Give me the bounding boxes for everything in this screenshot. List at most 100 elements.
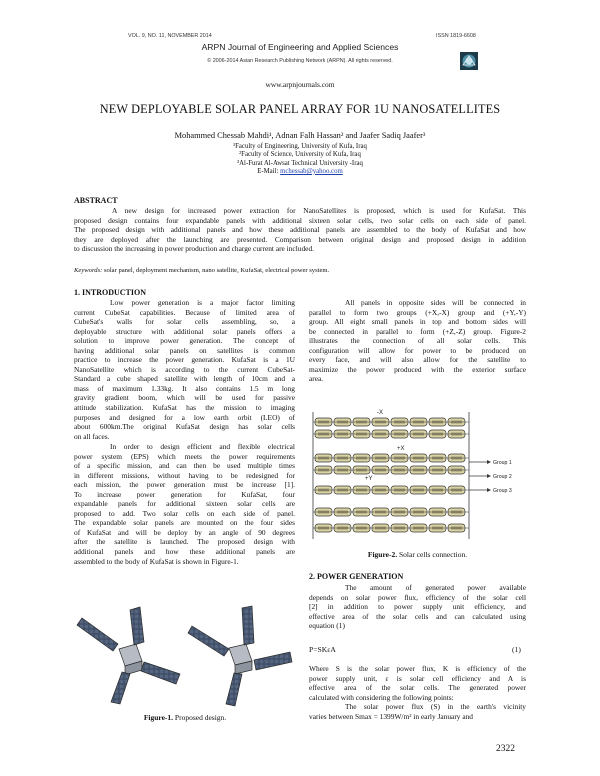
power-heading: 2. POWER GENERATION — [309, 572, 404, 581]
text-line: assembled to the body of KufaSat is show… — [74, 556, 239, 566]
text-line: Where S is the solar power flux, K is ef… — [309, 664, 526, 673]
intro-paragraph-2: In order to design efficient and flexibl… — [74, 442, 295, 566]
text-line: calculated with considering the followin… — [309, 692, 454, 702]
text-line: solution to improve power generation. Th… — [74, 336, 295, 346]
text-line: area. — [309, 374, 324, 384]
abstract-line: The proposed design with additional pane… — [74, 225, 526, 235]
keywords-label: Keywords: — [74, 267, 103, 274]
text-line: equation (1) — [309, 621, 345, 631]
figure-1-label: Figure-1. — [143, 713, 174, 722]
page-number: 2322 — [496, 744, 515, 754]
arpn-logo — [460, 52, 478, 70]
text-line: NanoSatellite which is according to the … — [74, 364, 295, 374]
journal-url[interactable]: www.arpnjournals.com — [265, 80, 335, 89]
text-line: after the satellite is launched. The pro… — [74, 537, 295, 547]
paper-title: NEW DEPLOYABLE SOLAR PANEL ARRAY FOR 1U … — [99, 102, 501, 116]
text-line: proposed to add. Two solar cells on each… — [74, 508, 295, 518]
text-line: mass of maximum 1.33kg. It also contains… — [74, 383, 295, 393]
text-line: In order to design efficient and flexibl… — [110, 442, 295, 451]
keywords: Keywords: solar panel, deployment mechan… — [74, 267, 329, 274]
affiliation-1: ¹Faculty of Engineering, University of K… — [233, 143, 367, 150]
figure-2-label: Figure-2. — [367, 550, 398, 559]
abstract-line: to discussion the increasing in power pr… — [74, 244, 314, 254]
label-minus-x: -X — [377, 410, 383, 416]
equation: P=SKεA — [309, 645, 336, 654]
figure-2-image: -X +X +Y Group 1 Group 2 Group 3 — [309, 404, 526, 544]
abstract-line: proposed design contains four expandable… — [74, 215, 526, 225]
text-line: of a specific mission, and can then be u… — [74, 461, 295, 471]
affiliations: ¹Faculty of Engineering, University of K… — [0, 143, 600, 176]
issn: ISSN 1819-6608 — [436, 33, 476, 39]
right-paragraph-2: The amount of generated power available … — [309, 583, 526, 631]
text-line: practice to increase the power generatio… — [74, 355, 295, 365]
text-line: having additional solar panels on satell… — [74, 345, 295, 355]
text-line: gravity gradient boom, which will be use… — [74, 393, 295, 403]
satellite-a — [76, 606, 181, 705]
abstract-heading: ABSTRACT — [74, 196, 118, 205]
text-line: each mission, the power generation must … — [74, 480, 295, 490]
figure-2-caption: Figure-2. Solar cells connection. — [309, 550, 526, 559]
text-line: on all faces. — [74, 431, 110, 441]
text-line: To increase power generation for KufaSat… — [74, 489, 295, 499]
affiliation-2: ²Faculty of Science, University of Kufa,… — [239, 151, 361, 159]
group-arrow — [487, 488, 491, 492]
equation-number: (1) — [512, 645, 521, 654]
text-line: parallel to form two groups (+X,-X) grou… — [309, 307, 526, 317]
copyright: © 2006-2014 Asian Research Publishing Ne… — [207, 58, 393, 64]
figure-1-text: Proposed design. — [173, 713, 227, 722]
authors: Mohammed Chessab Mahdi¹, Adnan Falh Hass… — [174, 131, 426, 140]
affiliation-3: ³Al-Furat Al-Awsat Technical University … — [237, 159, 363, 167]
text-line: Low power generation is a major factor l… — [110, 298, 295, 307]
label-plus-y: +Y — [365, 476, 373, 482]
text-line: every face, and will also allow for the … — [309, 355, 526, 365]
label-group-1: Group 1 — [493, 460, 512, 466]
text-line: power system (EPS) which meets the power… — [74, 451, 295, 461]
text-line: The expandable solar panels are mounted … — [74, 518, 295, 528]
email-line: E-Mail: mchessab@yahoo.com — [0, 168, 600, 176]
text-line: power supply unit, ε is solar cell effic… — [309, 673, 526, 683]
text-line: be connected in parallel to form (+Z,-Z)… — [309, 326, 526, 336]
text-line: The solar power flux (S) in the earth's … — [345, 702, 526, 712]
text-line: in different missions, without having to… — [74, 470, 295, 480]
text-line: depends on solar power flux, efficiency … — [309, 592, 526, 602]
text-line: Standard a cube shaped satellite with le… — [74, 374, 295, 384]
journal-name: ARPN Journal of Engineering and Applied … — [201, 42, 399, 52]
text-line: configuration will allow for power to be… — [309, 345, 526, 355]
text-line: All panels in opposite sides will be con… — [345, 298, 526, 307]
satellite-b — [187, 605, 293, 707]
text-line: illustrates the connection of all solar … — [309, 336, 526, 346]
figure-1-image — [74, 604, 296, 708]
text-line: varies between Smax = 1399W/m² in early … — [309, 711, 474, 721]
figure-1-caption: Figure-1. Proposed design. — [74, 713, 296, 722]
text-line: maximize the power produced with the ext… — [309, 364, 526, 374]
text-line: current CubeSat capabilities. Because of… — [74, 307, 295, 317]
figure-2-text: Solar cells connection. — [397, 550, 468, 559]
volume-info: VOL. 9, NO. 11, NOVEMBER 2014 — [128, 33, 212, 39]
keywords-text: solar panel, deployment mechanism, nano … — [102, 267, 330, 274]
label-group-3: Group 3 — [493, 488, 512, 494]
abstract-body: A new design for increased power extract… — [74, 206, 526, 254]
right-paragraph-3: Where S is the solar power flux, K is ef… — [309, 664, 526, 721]
text-line: purposes and designed for a low earth or… — [74, 412, 295, 422]
text-line: CubeSat's walls for solar cells assembli… — [74, 317, 295, 327]
text-line: expandable panels for additional sixteen… — [74, 499, 295, 509]
email-link[interactable]: mchessab@yahoo.com — [280, 167, 343, 175]
text-line: about 600km.The original KufaSat design … — [74, 422, 295, 432]
abstract-line: they are deployed after the launching ar… — [74, 234, 526, 244]
text-line: attitude stabilization. KufaSat has the … — [74, 403, 295, 413]
group-arrow — [487, 474, 491, 478]
text-line: [2] in addition to power supply unit eff… — [309, 602, 526, 612]
text-line: group. All eight small panels in top and… — [309, 317, 526, 327]
group-arrow — [487, 460, 491, 464]
label-plus-x: +X — [397, 446, 405, 452]
text-line: additional panels and how these addition… — [74, 547, 295, 557]
intro-heading: 1. INTRODUCTION — [74, 288, 147, 297]
text-line: effective area of the solar cells. The g… — [309, 683, 526, 693]
intro-paragraph-1: Low power generation is a major factor l… — [74, 298, 295, 441]
text-line: deployable structure with additional sol… — [74, 326, 295, 336]
text-line: effective area of the solar cells and ca… — [309, 611, 526, 621]
label-group-2: Group 2 — [493, 474, 512, 480]
text-line: of KufaSat and will be deploy by an angl… — [74, 527, 295, 537]
right-paragraph-1: All panels in opposite sides will be con… — [309, 298, 526, 384]
text-line: The amount of generated power available — [345, 583, 526, 592]
